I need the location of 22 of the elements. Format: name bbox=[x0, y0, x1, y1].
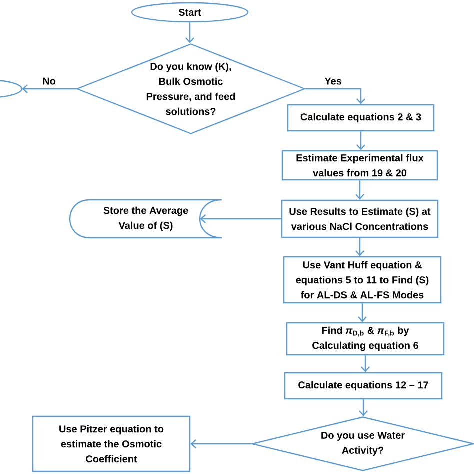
arrow bbox=[356, 132, 366, 150]
arrow bbox=[186, 22, 194, 44]
arrow bbox=[190, 440, 252, 448]
arrow bbox=[356, 180, 364, 200]
arrow bbox=[22, 84, 76, 94]
stored-data-box: Store the Average Value of (S) bbox=[69, 199, 223, 239]
terminal-oval: Start bbox=[131, 2, 249, 23]
arrow bbox=[358, 304, 367, 322]
process-box: Use Pitzer equation to estimate the Osmotic Coefficient bbox=[32, 416, 191, 472]
process-box: Use Vant Huff equation & equations 5 to 11 to Find (S) for AL-DS & AL-FS Modes bbox=[283, 256, 442, 304]
arrow bbox=[306, 88, 366, 104]
edge-label: Yes bbox=[324, 76, 343, 86]
edge-label: No bbox=[42, 76, 57, 86]
arrow bbox=[200, 214, 282, 224]
arrow bbox=[361, 356, 370, 372]
process-box: Calculate equations 2 & 3 bbox=[287, 104, 435, 132]
process-box: Estimate Experimental flux values from 19 & 20 bbox=[282, 150, 438, 181]
process-box: Find π$_{D,b}$ & π$_{F,b}$ by Calculating equation 6 bbox=[286, 322, 445, 356]
arrow bbox=[359, 400, 368, 416]
process-box: Calculate equations 12 – 17 bbox=[284, 372, 443, 400]
arrow bbox=[356, 238, 364, 256]
process-box: Use Results to Estimate (S) at various NaCl Concentrations bbox=[281, 200, 439, 238]
